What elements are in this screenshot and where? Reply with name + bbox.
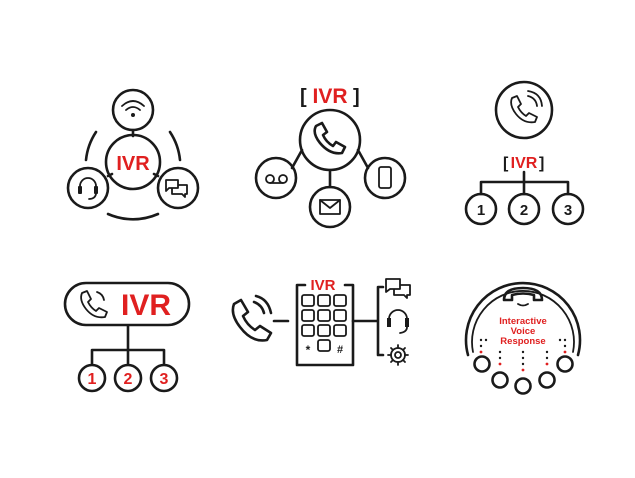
option-2: 2 (520, 202, 528, 219)
ivr-label: IVR (511, 155, 538, 172)
ivr-keypad-icon: IVR * # (231, 277, 411, 367)
chat-icon (165, 179, 188, 198)
mobile-icon (378, 166, 392, 189)
ivr-label: IVR (116, 153, 150, 175)
ivr-menu-tree-icon: [ IVR ] 1 2 3 (464, 80, 585, 226)
mail-icon (319, 199, 341, 215)
phone-icon (313, 121, 347, 155)
star-key: * (306, 343, 311, 357)
headset-icon (78, 177, 98, 200)
handset-icon (502, 286, 544, 302)
phone-icon (231, 294, 273, 342)
option-1: 1 (477, 202, 485, 219)
bracket-open: [ (503, 155, 509, 172)
phone-icon (510, 90, 543, 124)
option-2: 2 (124, 371, 133, 388)
option-3: 3 (160, 371, 169, 388)
ivr-channels-icon: [ IVR ] (254, 85, 407, 229)
interactive-voice-response-icon: Interactive Voice Response (464, 281, 582, 395)
hash-key: # (337, 344, 343, 356)
headset-icon (387, 309, 409, 334)
ivr-label: IVR (312, 85, 347, 108)
wifi-icon (121, 100, 145, 117)
bracket-close: ] (353, 86, 360, 108)
bracket-open: [ (300, 86, 307, 108)
chat-icon (385, 278, 411, 299)
ivr-button-tree-icon: IVR 1 2 3 (63, 281, 191, 393)
option-1: 1 (88, 371, 97, 388)
ivr-hub-icon: IVR (66, 88, 200, 221)
phone-icon (80, 290, 108, 319)
bracket-close: ] (539, 155, 544, 172)
gear-icon (387, 344, 409, 366)
option-3: 3 (564, 202, 572, 219)
keypad-keys (301, 294, 347, 352)
text-line-response: Response (500, 336, 545, 347)
ivr-label: IVR (121, 289, 171, 322)
text-line-voice: Voice (511, 326, 536, 337)
text-line-interactive: Interactive (499, 316, 547, 327)
ivr-label: IVR (310, 277, 335, 294)
voicemail-icon (265, 174, 288, 184)
